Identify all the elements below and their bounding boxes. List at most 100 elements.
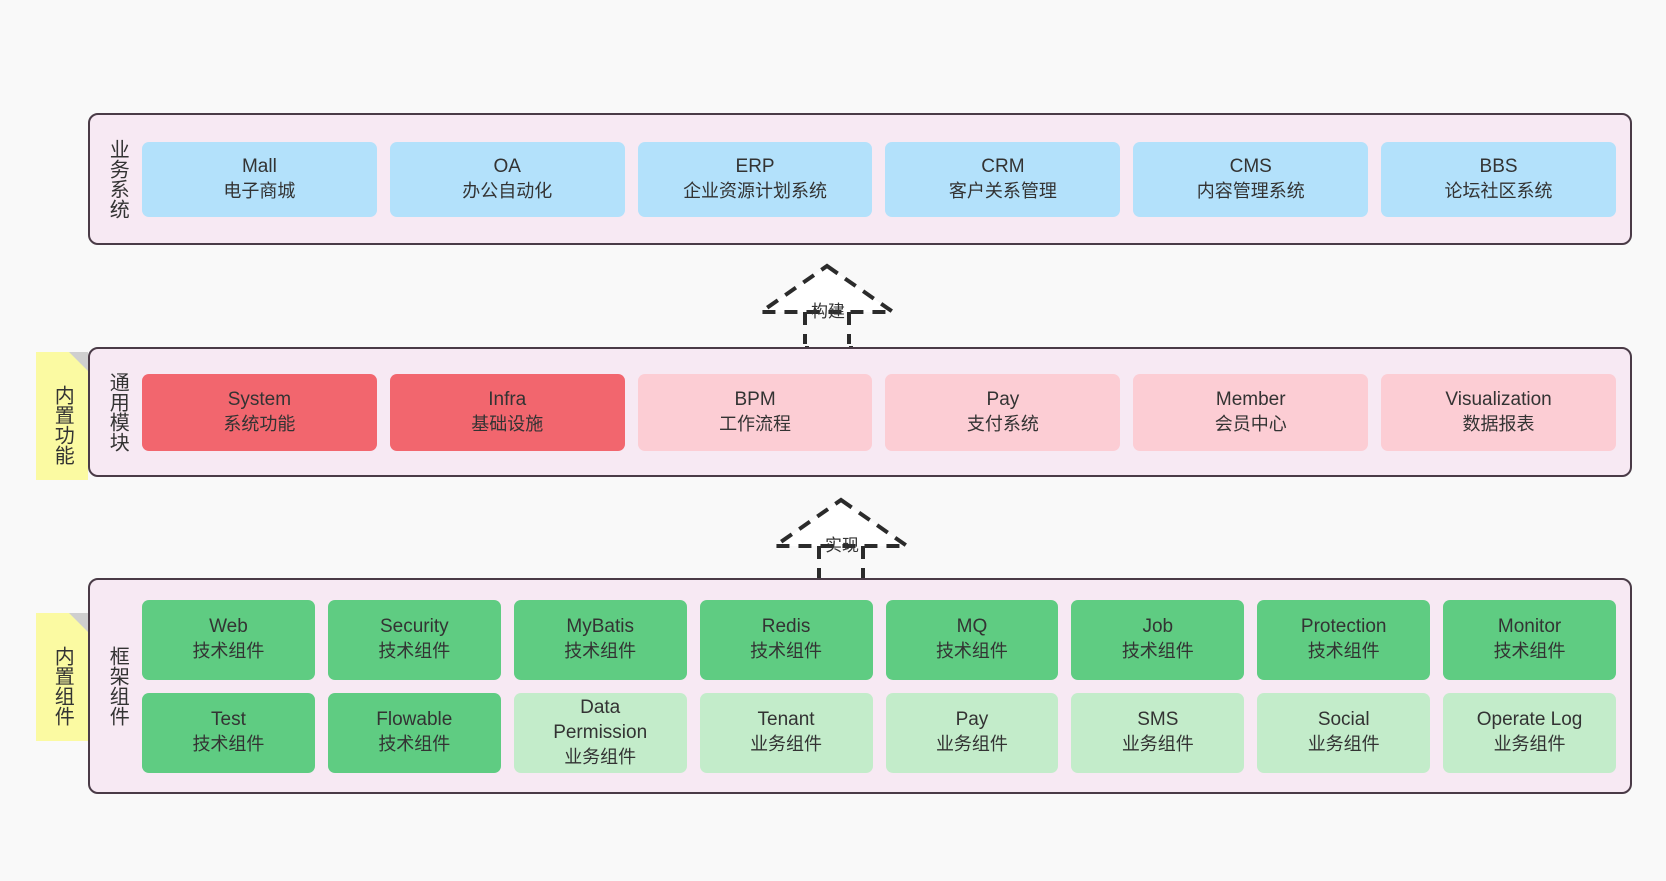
card-operate-log-cn: 业务组件 (1493, 734, 1566, 755)
card-operate-log[interactable]: Operate Log 业务组件 (1443, 692, 1616, 773)
card-protection[interactable]: Protection 技术组件 (1257, 599, 1431, 680)
card-security-en: Security (379, 616, 449, 638)
card-mall-en: Mall (241, 155, 277, 177)
framework-tech-row: Web 技术组件 Security 技术组件 MyBatis 技术组件 Redi… (142, 599, 1616, 680)
card-redis[interactable]: Redis 技术组件 (699, 599, 873, 680)
card-pay-module[interactable]: Pay 支付系统 (885, 373, 1121, 451)
card-sms[interactable]: SMS 业务组件 (1071, 692, 1245, 773)
layer-business-systems: 业务系统 Mall 电子商城 OA 办公自动化 ERP 企业资源计划系统 CRM… (88, 113, 1632, 245)
card-sms-en: SMS (1137, 709, 1179, 731)
card-mq[interactable]: MQ 技术组件 (885, 599, 1059, 680)
sticky-note-builtin-functions: 内置功能 (36, 352, 88, 480)
card-oa-en: OA (493, 155, 521, 177)
connector-realize: 实现 (768, 496, 914, 578)
card-job-en: Job (1142, 616, 1174, 638)
connector-build: 构建 (754, 262, 900, 344)
layer-common-modules: 通用模块 System 系统功能 Infra 基础设施 BPM 工作流程 Pay… (88, 347, 1632, 477)
card-member-en: Member (1215, 388, 1286, 410)
card-data-permission-cn: 业务组件 (564, 746, 637, 767)
card-oa[interactable]: OA 办公自动化 (389, 141, 625, 217)
sticky-note-builtin-components: 内置组件 (36, 613, 88, 741)
card-data-permission[interactable]: Data Permission 业务组件 (513, 692, 687, 773)
card-flowable-en: Flowable (376, 709, 453, 731)
card-cms-cn: 内容管理系统 (1196, 180, 1305, 201)
card-social[interactable]: Social 业务组件 (1257, 692, 1431, 773)
card-web[interactable]: Web 技术组件 (142, 599, 315, 680)
layer-business-body: Mall 电子商城 OA 办公自动化 ERP 企业资源计划系统 CRM 客户关系… (134, 115, 1630, 243)
card-cms-en: CMS (1229, 155, 1272, 177)
card-system-en: System (227, 388, 292, 410)
modules-card-row: System 系统功能 Infra 基础设施 BPM 工作流程 Pay 支付系统… (142, 373, 1616, 451)
card-bpm-cn: 工作流程 (719, 413, 792, 434)
card-erp-cn: 企业资源计划系统 (683, 180, 828, 201)
card-crm[interactable]: CRM 客户关系管理 (885, 141, 1121, 217)
card-test-cn: 技术组件 (192, 734, 265, 755)
card-social-en: Social (1317, 709, 1370, 731)
card-test[interactable]: Test 技术组件 (142, 692, 315, 773)
layer-business-title: 业务系统 (106, 139, 129, 219)
card-redis-cn: 技术组件 (750, 641, 823, 662)
card-security[interactable]: Security 技术组件 (327, 599, 501, 680)
layer-framework-components: 框架组件 Web 技术组件 Security 技术组件 MyBatis 技术组件… (88, 578, 1632, 794)
card-tenant[interactable]: Tenant 业务组件 (699, 692, 873, 773)
card-monitor-en: Monitor (1497, 616, 1562, 638)
card-bbs-cn: 论坛社区系统 (1444, 180, 1553, 201)
card-data-permission-en: Data Permission (553, 697, 648, 743)
card-erp[interactable]: ERP 企业资源计划系统 (637, 141, 873, 217)
layer-framework-title: 框架组件 (106, 646, 129, 726)
card-mall-cn: 电子商城 (223, 180, 296, 201)
connector-build-label: 构建 (811, 302, 845, 321)
card-pay-module-en: Pay (986, 388, 1020, 410)
sticky-note-builtin-functions-label: 内置功能 (51, 385, 74, 465)
card-security-cn: 技术组件 (378, 641, 451, 662)
generalization-arrow-icon (768, 497, 914, 578)
card-monitor-cn: 技术组件 (1493, 641, 1566, 662)
card-tenant-en: Tenant (757, 709, 815, 731)
card-system-cn: 系统功能 (223, 413, 296, 434)
card-infra[interactable]: Infra 基础设施 (389, 373, 625, 451)
card-pay-component[interactable]: Pay 业务组件 (885, 692, 1059, 773)
card-infra-en: Infra (488, 388, 527, 410)
card-mybatis-cn: 技术组件 (564, 641, 637, 662)
card-mybatis[interactable]: MyBatis 技术组件 (513, 599, 687, 680)
card-pay-component-cn: 业务组件 (935, 734, 1008, 755)
card-protection-en: Protection (1300, 616, 1387, 638)
card-visualization[interactable]: Visualization 数据报表 (1381, 373, 1616, 451)
card-tenant-cn: 业务组件 (750, 734, 823, 755)
card-pay-component-en: Pay (955, 709, 989, 731)
framework-biz-row: Test 技术组件 Flowable 技术组件 Data Permission … (142, 692, 1616, 773)
layer-modules-body: System 系统功能 Infra 基础设施 BPM 工作流程 Pay 支付系统… (134, 349, 1630, 475)
card-member-cn: 会员中心 (1214, 413, 1287, 434)
card-bpm[interactable]: BPM 工作流程 (637, 373, 873, 451)
card-web-en: Web (209, 616, 248, 638)
card-pay-module-cn: 支付系统 (966, 413, 1039, 434)
card-operate-log-en: Operate Log (1476, 709, 1583, 731)
card-mybatis-en: MyBatis (566, 616, 634, 638)
card-flowable-cn: 技术组件 (378, 734, 451, 755)
card-monitor[interactable]: Monitor 技术组件 (1443, 599, 1616, 680)
card-system[interactable]: System 系统功能 (142, 373, 377, 451)
card-flowable[interactable]: Flowable 技术组件 (327, 692, 501, 773)
card-job[interactable]: Job 技术组件 (1071, 599, 1245, 680)
card-visualization-en: Visualization (1445, 388, 1552, 410)
card-crm-cn: 客户关系管理 (948, 180, 1057, 201)
folded-corner-icon (69, 613, 88, 632)
card-redis-en: Redis (761, 616, 811, 638)
card-oa-cn: 办公自动化 (462, 180, 553, 201)
card-job-cn: 技术组件 (1121, 641, 1194, 662)
card-mall[interactable]: Mall 电子商城 (142, 141, 377, 217)
card-visualization-cn: 数据报表 (1462, 413, 1535, 434)
business-card-row: Mall 电子商城 OA 办公自动化 ERP 企业资源计划系统 CRM 客户关系… (142, 141, 1616, 217)
card-sms-cn: 业务组件 (1121, 734, 1194, 755)
card-bbs[interactable]: BBS 论坛社区系统 (1381, 141, 1616, 217)
card-member[interactable]: Member 会员中心 (1133, 373, 1369, 451)
card-mq-en: MQ (956, 616, 988, 638)
generalization-arrow-icon (754, 263, 900, 344)
folded-corner-icon (69, 352, 88, 371)
card-infra-cn: 基础设施 (471, 413, 544, 434)
card-web-cn: 技术组件 (192, 641, 265, 662)
card-bbs-en: BBS (1479, 155, 1518, 177)
card-cms[interactable]: CMS 内容管理系统 (1133, 141, 1369, 217)
sticky-note-builtin-components-label: 内置组件 (51, 646, 74, 726)
